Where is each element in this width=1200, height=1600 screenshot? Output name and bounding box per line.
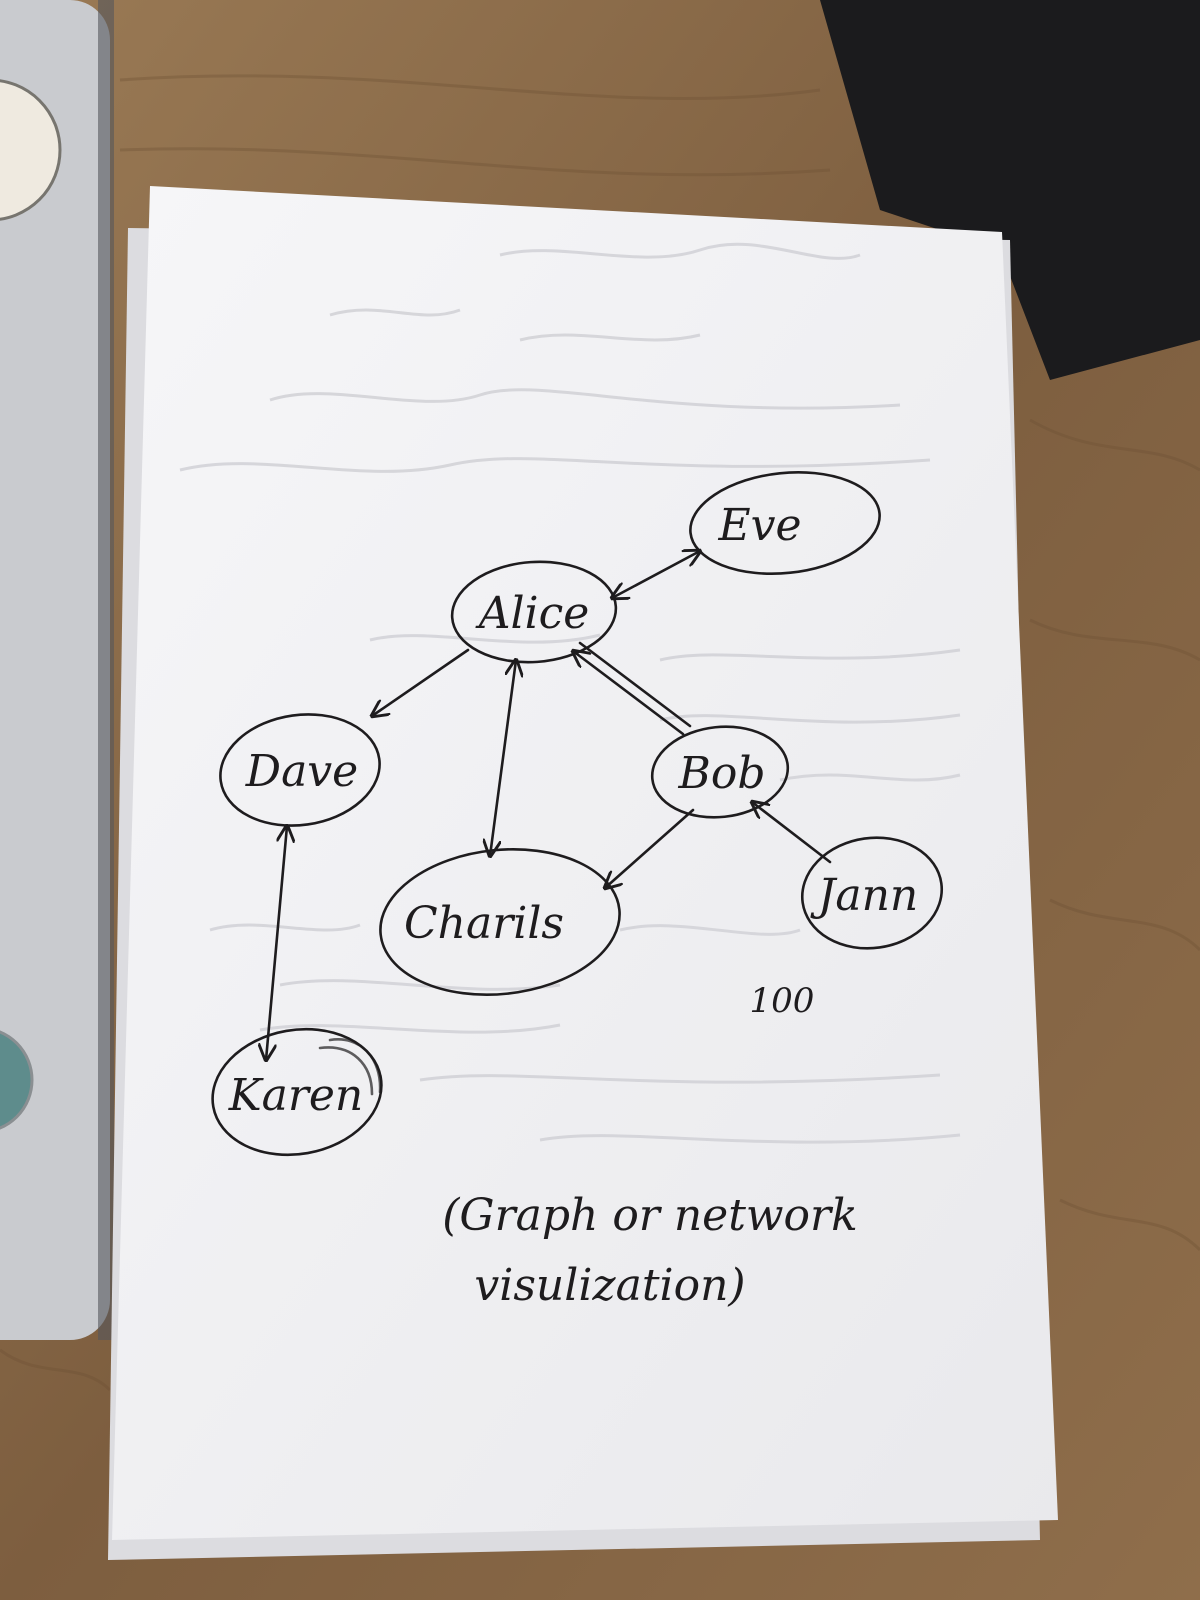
edge-bob-alice-second-stroke [578,641,692,728]
page-number: 100 [750,981,815,1021]
graph-edges [266,551,832,1060]
laptop-edge [0,0,110,1340]
laptop-sticker-bottom [0,1030,34,1130]
node-eve-label: Eve [717,500,801,551]
node-bob: Bob [650,725,790,819]
bleed-through-scribbles [179,242,961,1144]
node-dave: Dave [219,713,381,827]
edge-jann-bob [752,802,832,864]
graph-nodes: Eve Alice Dave Bob Charils Jann Karen [211,470,944,1157]
node-alice: Alice [450,560,618,664]
node-karen: Karen [211,1027,383,1157]
wood-grain [0,74,1200,1392]
laptop-edge-shadow [98,0,114,1340]
edge-bob-alice [573,651,685,736]
node-bob-label: Bob [678,748,766,799]
caption-line-2: visulization) [474,1260,745,1311]
node-jann-label: Jann [810,870,919,921]
notebook-page [112,186,1058,1540]
edge-alice-dave [372,648,470,716]
edge-dave-karen [266,826,287,1060]
node-dave-label: Dave [245,746,358,797]
node-jann: Jann [800,836,944,950]
node-alice-label: Alice [475,588,590,639]
edge-alice-charils [490,660,516,856]
edge-alice-eve [612,551,700,598]
edge-bob-charils [605,808,695,888]
node-charils: Charils [379,848,621,996]
dark-laptop-corner [820,0,1200,380]
caption-line-1: (Graph or network [442,1190,858,1241]
node-charils-label: Charils [404,898,564,949]
laptop-sticker-top [0,79,62,221]
node-eve: Eve [689,470,881,576]
node-karen-label: Karen [228,1070,364,1121]
